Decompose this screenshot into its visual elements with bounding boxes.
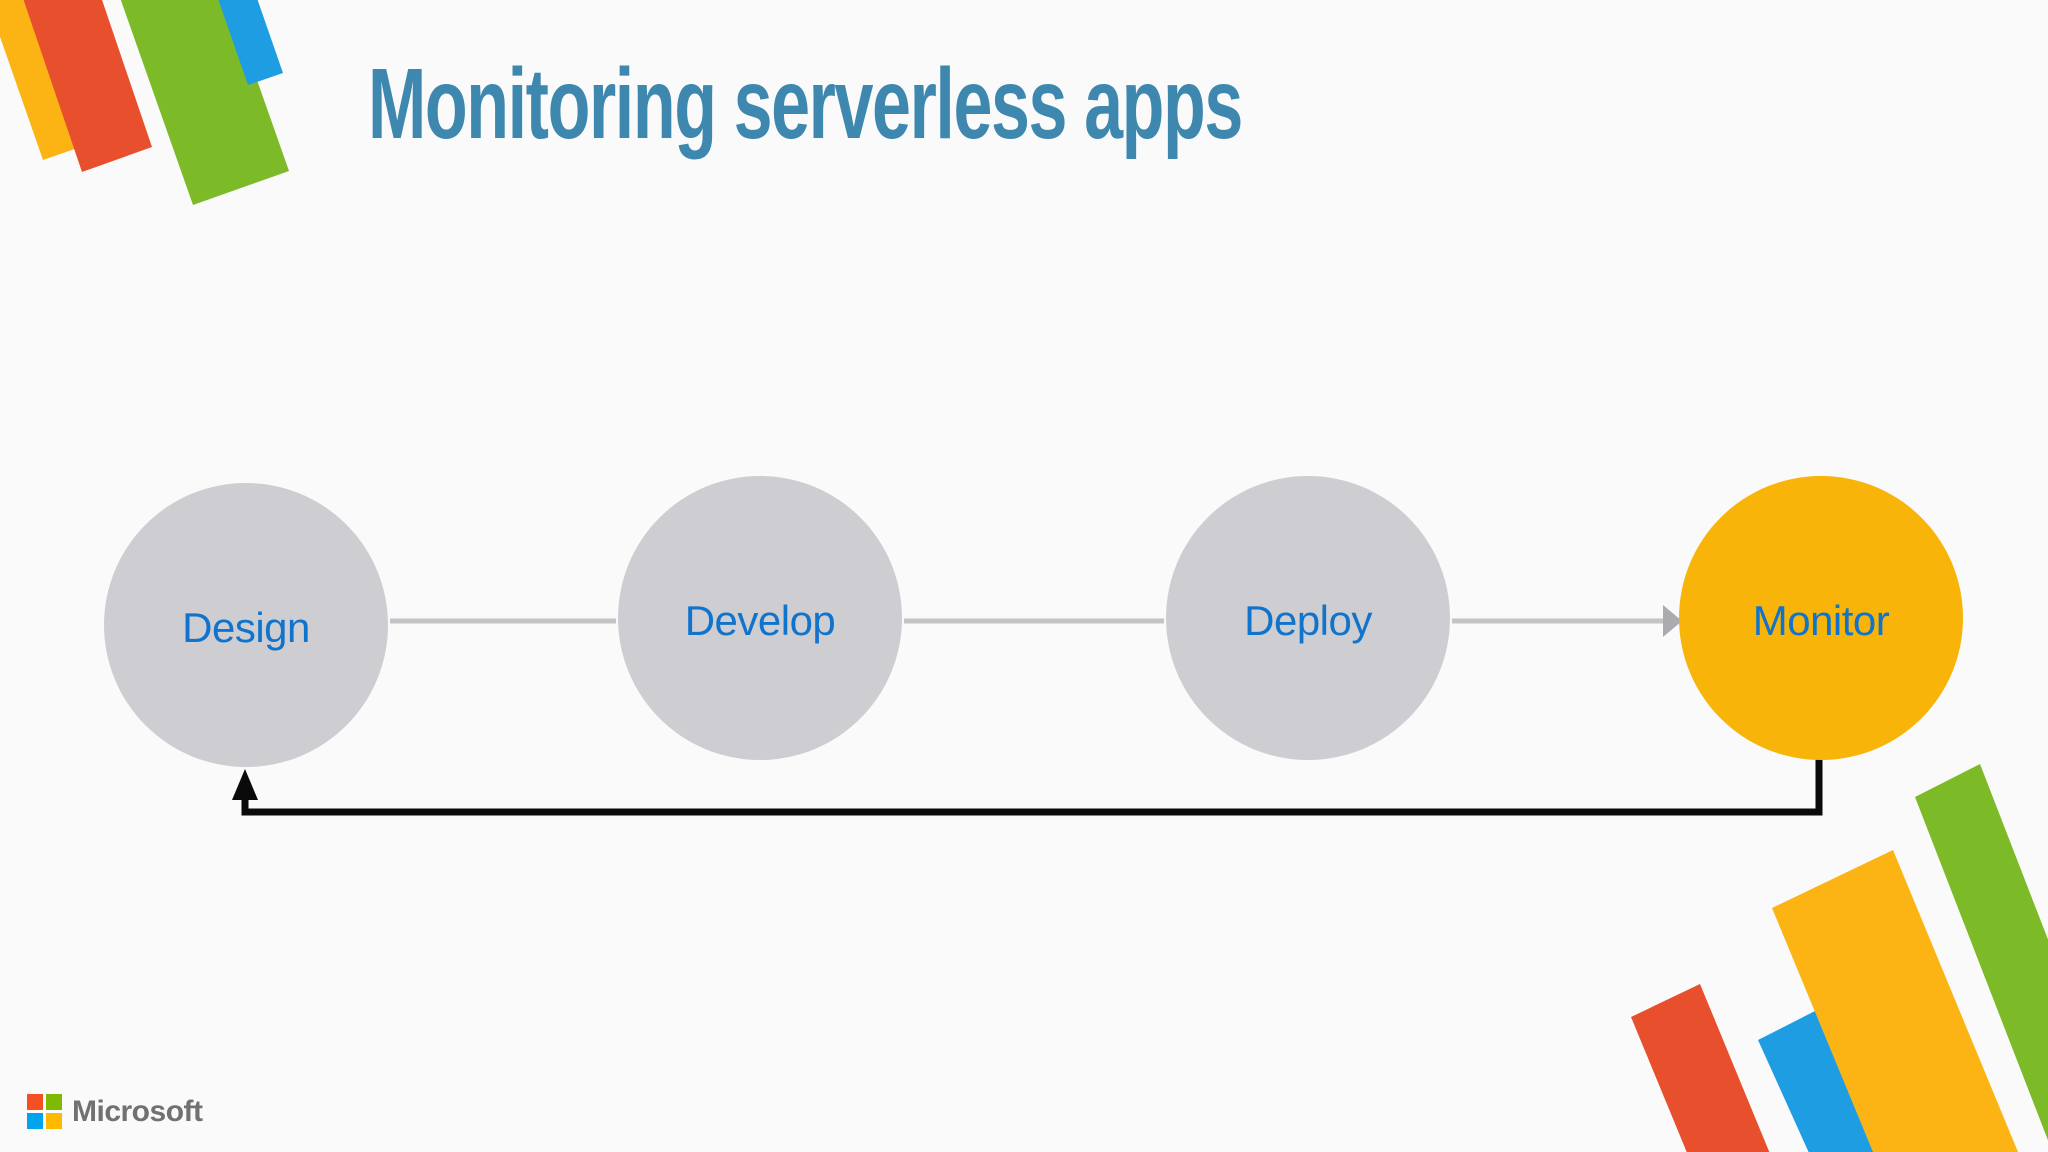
step-circle-monitor[interactable]: Monitor <box>1679 476 1963 760</box>
microsoft-logo-text: Microsoft <box>72 1094 203 1128</box>
step-label-design: Design <box>182 604 310 651</box>
ms-square-green-icon <box>46 1094 62 1110</box>
step-circle-deploy[interactable]: Deploy <box>1166 476 1450 760</box>
step-circle-design[interactable]: Design <box>104 483 388 767</box>
decoration-bar-bottom-right-green <box>1915 764 2048 1141</box>
connector-arrowhead-icon <box>1663 605 1682 637</box>
step-label-monitor: Monitor <box>1752 597 1890 644</box>
step-circle-develop[interactable]: Develop <box>618 476 902 760</box>
microsoft-logo-icon <box>27 1094 62 1129</box>
microsoft-logo: Microsoft <box>27 1094 203 1129</box>
ms-square-red-icon <box>27 1094 43 1110</box>
slide-title: Monitoring serverless apps <box>368 48 1243 160</box>
feedback-arrow-line <box>241 757 1823 816</box>
decoration-bar-bottom-right-red <box>1631 984 1770 1152</box>
step-label-deploy: Deploy <box>1244 597 1372 644</box>
decoration-bar-top-left-orange <box>23 0 152 172</box>
decoration-bar-top-left-blue <box>218 0 283 85</box>
ms-square-blue-icon <box>27 1113 43 1129</box>
decoration-bar-top-left-green <box>120 0 289 205</box>
ms-square-yellow-icon <box>46 1113 62 1129</box>
feedback-arrowhead-icon <box>232 769 258 800</box>
decoration-bar-bottom-right-yellow <box>1772 850 2019 1152</box>
step-label-develop: Develop <box>684 597 836 644</box>
decoration-bar-bottom-right-blue <box>1758 1011 1879 1152</box>
